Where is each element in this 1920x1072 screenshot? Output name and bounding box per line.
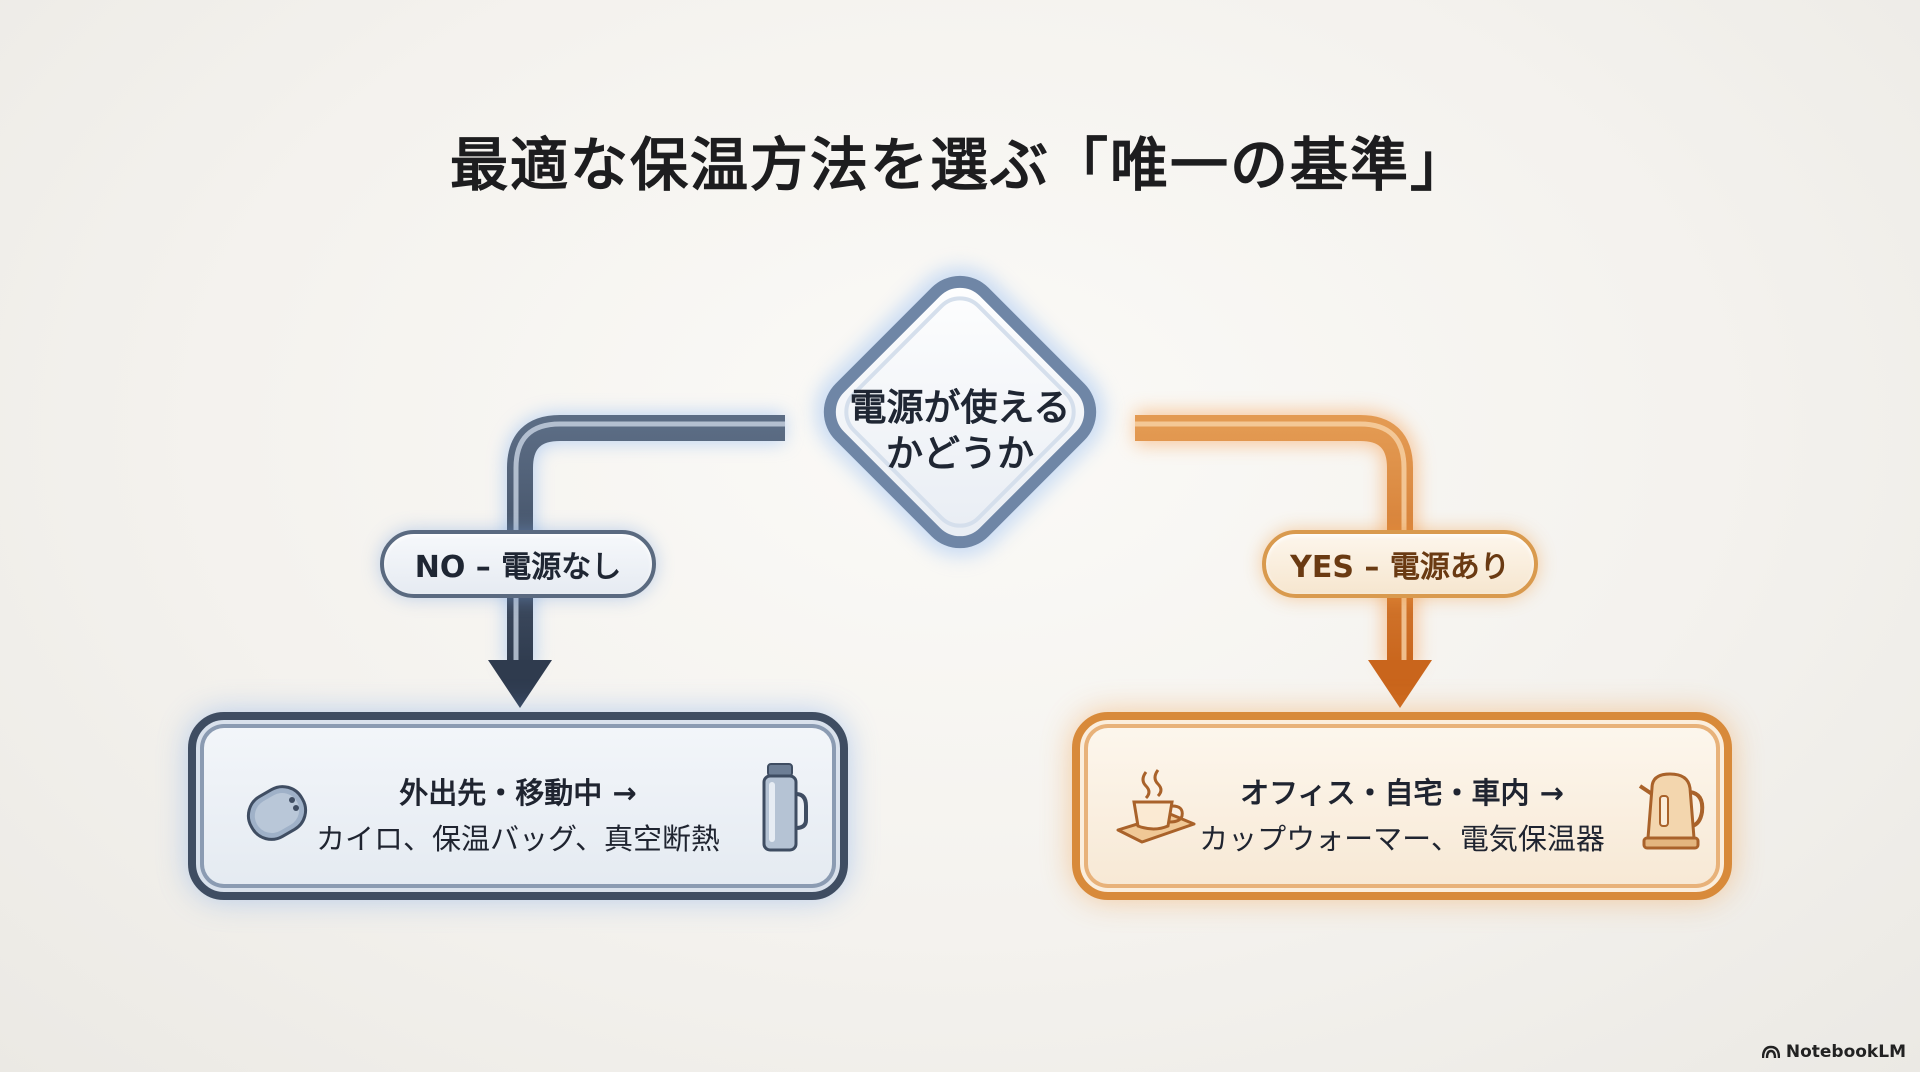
hand-warmer-icon <box>246 785 308 841</box>
yes-result-box: オフィス・自宅・車内 → カップウォーマー、電気保温器 <box>1072 712 1732 900</box>
thermos-icon <box>762 763 808 852</box>
brand-name: NotebookLM <box>1785 1042 1906 1062</box>
decision-label: 電源が使える かどうか <box>820 385 1100 477</box>
notebooklm-logo-icon <box>1761 1045 1780 1059</box>
yes-connector <box>1135 415 1413 668</box>
yes-arrowhead <box>1368 660 1432 708</box>
no-methods-text: カイロ、保温バッグ、真空断熱 <box>316 822 720 856</box>
electric-kettle-icon <box>1638 772 1705 850</box>
no-connector <box>507 415 785 668</box>
no-scene-text: 外出先・移動中 → <box>399 776 637 810</box>
yes-branch-label: YES – 電源あり <box>1262 530 1538 598</box>
no-arrowhead <box>488 660 552 708</box>
yes-scene-text: オフィス・自宅・車内 → <box>1240 776 1564 810</box>
yes-methods-text: カップウォーマー、電気保温器 <box>1199 822 1605 856</box>
no-result-box: 外出先・移動中 → カイロ、保温バッグ、真空断熱 <box>188 712 848 900</box>
page-title: 最適な保温方法を選ぶ「唯一の基準」 <box>449 131 1470 199</box>
decision-line-1: 電源が使える <box>849 386 1071 429</box>
no-branch-label: NO – 電源なし <box>380 530 656 598</box>
decision-line-2: かどうか <box>886 432 1034 475</box>
brand-footer: NotebookLM <box>1761 1042 1906 1062</box>
cup-warmer-icon <box>1116 769 1196 844</box>
decision-diamond <box>814 266 1106 558</box>
